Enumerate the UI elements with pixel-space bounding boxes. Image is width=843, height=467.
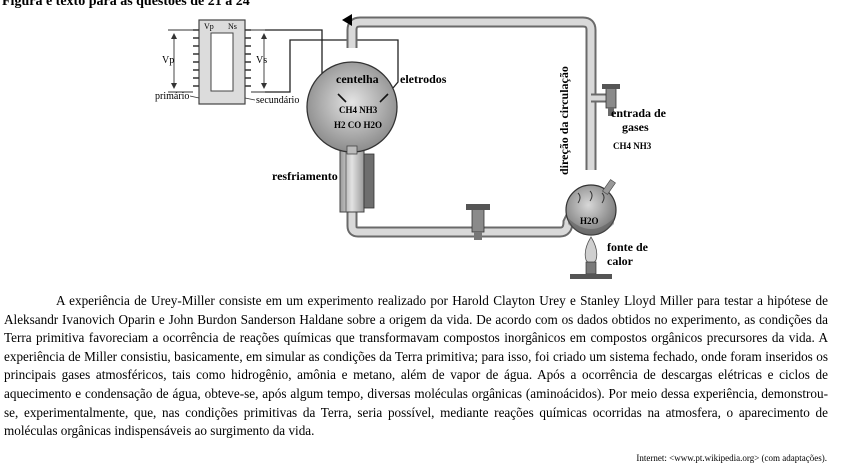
centelha-label: centelha [336,72,379,86]
resfriamento-label: resfriamento [272,169,338,183]
question-heading: Figura e texto para as questões de 21 a … [2,0,250,9]
condenser [339,149,375,213]
direcao-circulacao-label: direção da circulação [557,66,571,175]
vs-side-label: Vs [256,55,267,66]
heat-source-burner [570,236,612,279]
stopcock-icon [466,204,490,240]
entrada-gases-label: entrada de [611,106,667,120]
body-paragraph-text: A experiência de Urey-Miller consiste em… [4,293,828,439]
circulation-tubing [346,16,610,238]
gas-inlet-valve-icon [602,84,620,116]
urey-miller-apparatus-diagram: Vp Ns Vp Vs primário secundário [155,14,667,279]
water-label: H2O [580,216,599,226]
source-citation: Internet: <www.pt.wikipedia.org> (com ad… [636,453,827,463]
flask-gases-line1: CH4 NH3 [339,105,378,115]
vp-top-label: Vp [204,22,214,31]
entrada-gases-label-2: gases [622,120,649,134]
ns-top-label: Ns [228,22,237,31]
boiling-flask [565,179,617,236]
fonte-calor-label-2: calor [607,254,634,268]
spark-flask [306,61,398,155]
flame-icon [584,236,598,265]
body-paragraph: A experiência de Urey-Miller consiste em… [4,292,828,441]
flask-gases-line2: H2 CO H2O [334,120,382,130]
vp-side-label: Vp [162,55,174,66]
gases-formula-label: CH4 NH3 [613,141,652,151]
secundario-label: secundário [256,95,299,106]
eletrodos-label: eletrodos [400,72,447,86]
fonte-calor-label: fonte de [607,240,649,254]
primario-label: primário [155,91,189,102]
transformer [168,19,267,105]
flow-arrow-icon [342,14,352,26]
